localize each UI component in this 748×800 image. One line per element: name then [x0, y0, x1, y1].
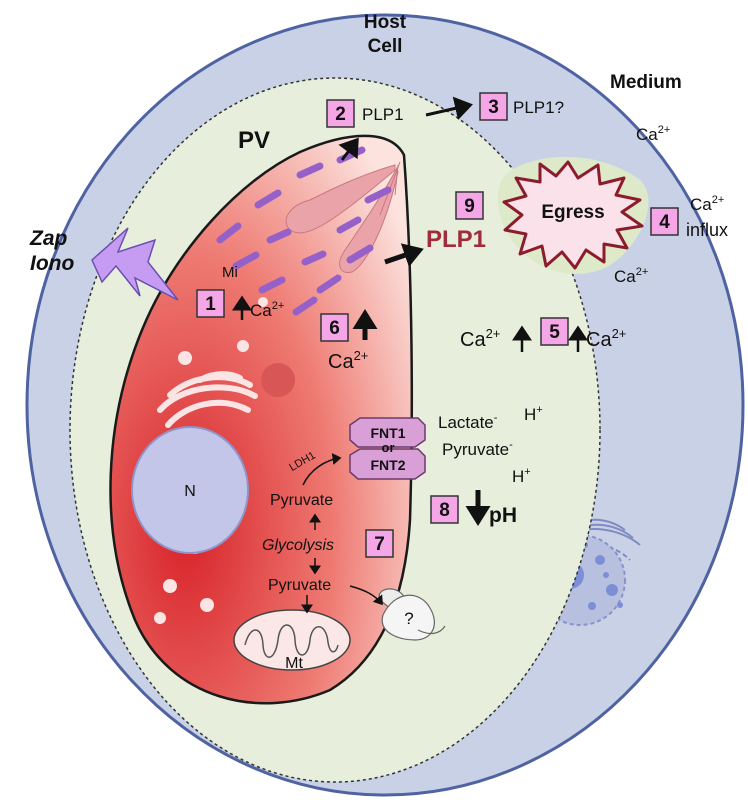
- mitochondrion-icon: [233, 609, 351, 671]
- ca-step1-label: Ca2+: [250, 300, 284, 320]
- pyruvate-top-label: Pyruvate: [270, 492, 333, 509]
- nucleus-label: N: [184, 483, 196, 500]
- svg-text:7: 7: [374, 534, 385, 555]
- step-box-5: 5: [540, 317, 569, 346]
- arrows: [232, 96, 588, 614]
- step-box-1: 1: [196, 289, 225, 318]
- fnt1-label: FNT1: [371, 425, 406, 441]
- step-box-6: 6: [320, 313, 349, 342]
- step-box-4: 4: [650, 207, 679, 236]
- plp1-question-label: PLP1?: [513, 98, 564, 117]
- mitochondrion-label: Mt: [285, 655, 303, 672]
- pv-label: PV: [238, 127, 270, 154]
- plp1-label: PLP1: [362, 105, 404, 124]
- unknown-transporter-icon: [378, 588, 446, 641]
- svg-text:8: 8: [439, 500, 450, 521]
- fnt-or-label: or: [382, 440, 395, 455]
- egress-burst: [502, 160, 644, 270]
- plp1-secreted-label: PLP1: [426, 226, 486, 253]
- fnt-transporter-icon: [349, 417, 426, 480]
- svg-text:6: 6: [329, 318, 340, 339]
- svg-text:2: 2: [335, 104, 346, 125]
- ca-medium-label: Ca2+: [636, 124, 670, 144]
- svg-text:1: 1: [205, 294, 216, 315]
- glycolysis-label: Glycolysis: [262, 537, 334, 554]
- svg-text:4: 4: [659, 212, 670, 233]
- svg-text:9: 9: [464, 196, 475, 217]
- golgi-icon: [157, 371, 258, 428]
- ca-medium-lower-label: Ca2+: [614, 266, 648, 286]
- egress-label: Egress: [541, 202, 604, 223]
- svg-text:3: 3: [488, 97, 499, 118]
- ph-label: pH: [489, 504, 517, 527]
- step-box-7: 7: [365, 529, 394, 558]
- micronemes-label: Mi: [222, 264, 238, 281]
- medium-label: Medium: [610, 72, 682, 93]
- influx-label: influx: [686, 220, 728, 240]
- step-box-3: 3: [479, 92, 508, 121]
- ca-pv-label: Ca2+: [460, 326, 500, 351]
- proton-label-2: H+: [512, 466, 531, 486]
- zap-label: Zap: [29, 227, 68, 250]
- parasite-nucleus: [131, 426, 249, 554]
- pyruvate-out-label: Pyruvate-: [442, 439, 513, 459]
- svg-text:5: 5: [549, 322, 560, 343]
- host-cell-label-line1: Host: [364, 12, 407, 33]
- ca-step6-label: Ca2+: [328, 348, 368, 373]
- step-box-2: 2: [326, 99, 355, 128]
- proton-label-1: H+: [524, 404, 543, 424]
- fnt2-label: FNT2: [371, 457, 406, 473]
- ca-influx-label: Ca2+: [690, 194, 724, 214]
- micronemes-icon: [216, 146, 392, 316]
- step-box-9: 9: [455, 191, 484, 220]
- host-cell-label-line2: Cell: [368, 36, 403, 57]
- dense-granule-icon: [261, 363, 295, 397]
- unknown-transporter-label: ?: [404, 609, 413, 628]
- iono-label: Iono: [30, 252, 74, 275]
- step-box-8: 8: [430, 495, 459, 524]
- pyruvate-bottom-label: Pyruvate: [268, 577, 331, 594]
- lactate-label: Lactate-: [438, 412, 498, 432]
- lightning-bolt-icon: [91, 227, 179, 301]
- ca-host-label: Ca2+: [586, 326, 626, 351]
